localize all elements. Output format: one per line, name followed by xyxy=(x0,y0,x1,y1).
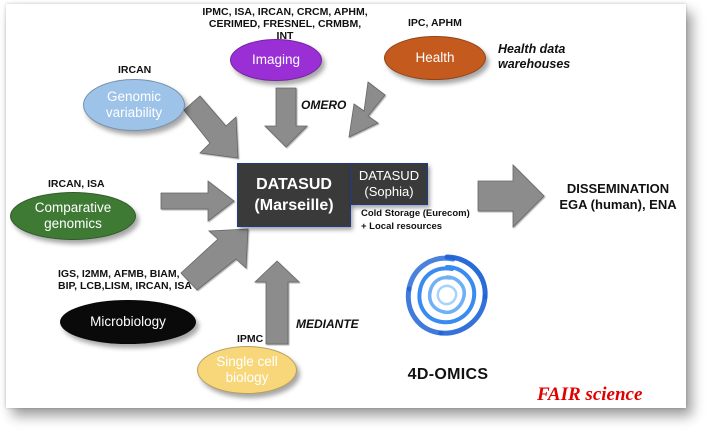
mediante-label: MEDIANTE xyxy=(296,317,359,331)
datasud-sophia-box: DATASUD (Sophia) xyxy=(350,163,428,205)
microbiology-partners: IGS, I2MM, AFMB, BIAM, BIP, LCB,LISM, IR… xyxy=(58,268,192,292)
health-node: Health xyxy=(384,36,486,80)
health-data-warehouses-note: Health data warehouses xyxy=(498,42,571,71)
microbiology-node: Microbiology xyxy=(60,300,196,344)
health-partners: IPC, APHM xyxy=(408,17,462,29)
comparative-partners: IRCAN, ISA xyxy=(48,178,105,190)
arrow-comparative xyxy=(160,180,235,222)
arrow-imaging xyxy=(264,87,308,148)
arrow-genomic xyxy=(183,95,239,159)
arrow-health xyxy=(348,81,386,138)
fair-science-caption: FAIR science xyxy=(537,384,643,405)
cold-storage-note: Cold Storage (Eurecom) + Local resources xyxy=(361,208,470,232)
genomic-partners: IRCAN xyxy=(118,64,152,76)
imaging-node: Imaging xyxy=(230,39,322,81)
dissemination-text: DISSEMINATION EGA (human), ENA xyxy=(559,181,677,212)
arrow-singlecell xyxy=(254,260,300,345)
arrow-microbiology xyxy=(180,228,249,291)
omero-label: OMERO xyxy=(301,98,347,112)
singlecell-partners: IPMC xyxy=(237,333,264,345)
arrow-dissemination xyxy=(477,164,545,228)
datasud-marseille-box: DATASUD (Marseille) xyxy=(237,163,351,227)
logo-text: 4D-OMICS xyxy=(407,366,489,383)
